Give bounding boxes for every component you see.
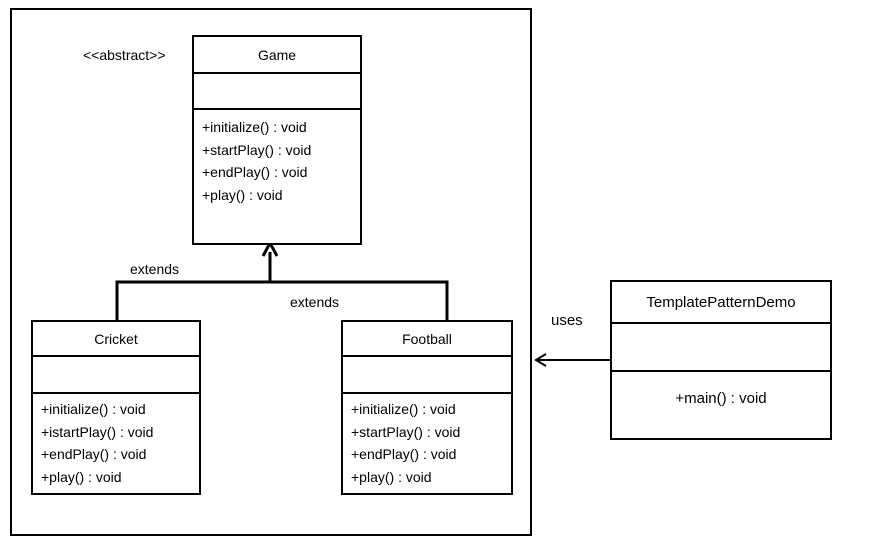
- class-cricket-operations: +initialize() : void +istartPlay() : voi…: [33, 394, 199, 488]
- class-cricket-name: Cricket: [33, 322, 199, 357]
- class-football: Football +initialize() : void +startPlay…: [341, 320, 513, 495]
- inherit-line-cricket: [115, 280, 270, 322]
- class-football-name: Football: [343, 322, 511, 357]
- operation: +play() : void: [41, 468, 122, 485]
- operation: +endPlay() : void: [41, 446, 147, 462]
- class-game-name: Game: [194, 37, 360, 74]
- operation: +istartPlay() : void: [41, 423, 154, 440]
- inherit-line-football: [270, 280, 449, 322]
- operation: +initialize() : void: [351, 401, 456, 417]
- operation: +endPlay() : void: [351, 446, 457, 462]
- operation: +startPlay() : void: [351, 423, 461, 440]
- operation: +startPlay() : void: [202, 141, 312, 158]
- operation: +main() : void: [675, 390, 767, 407]
- class-football-operations: +initialize() : void +startPlay() : void…: [343, 394, 511, 488]
- class-game: Game +initialize() : void +startPlay() :…: [192, 35, 362, 245]
- uses-label: uses: [551, 312, 583, 329]
- class-demo-attributes: [612, 324, 830, 372]
- class-cricket-attributes: [33, 357, 199, 394]
- uses-arrowhead: [534, 353, 547, 367]
- class-demo-operations: +main() : void: [612, 372, 830, 411]
- operation: +play() : void: [202, 186, 283, 203]
- class-game-attributes: [194, 74, 360, 110]
- extends-label-left: extends: [130, 261, 180, 277]
- class-game-operations: +initialize() : void +startPlay() : void…: [194, 110, 360, 206]
- class-cricket: Cricket +initialize() : void +istartPlay…: [31, 320, 201, 495]
- operation: +initialize() : void: [41, 401, 146, 417]
- operation: +play() : void: [351, 468, 432, 485]
- class-template-pattern-demo: TemplatePatternDemo +main() : void: [610, 280, 832, 440]
- class-demo-name: TemplatePatternDemo: [612, 282, 830, 324]
- operation: +endPlay() : void: [202, 164, 308, 180]
- class-football-attributes: [343, 357, 511, 394]
- package-frame: [10, 8, 532, 536]
- operation: +initialize() : void: [202, 119, 307, 135]
- stereotype-label: <<abstract>>: [83, 47, 166, 63]
- extends-label-right: extends: [290, 294, 340, 310]
